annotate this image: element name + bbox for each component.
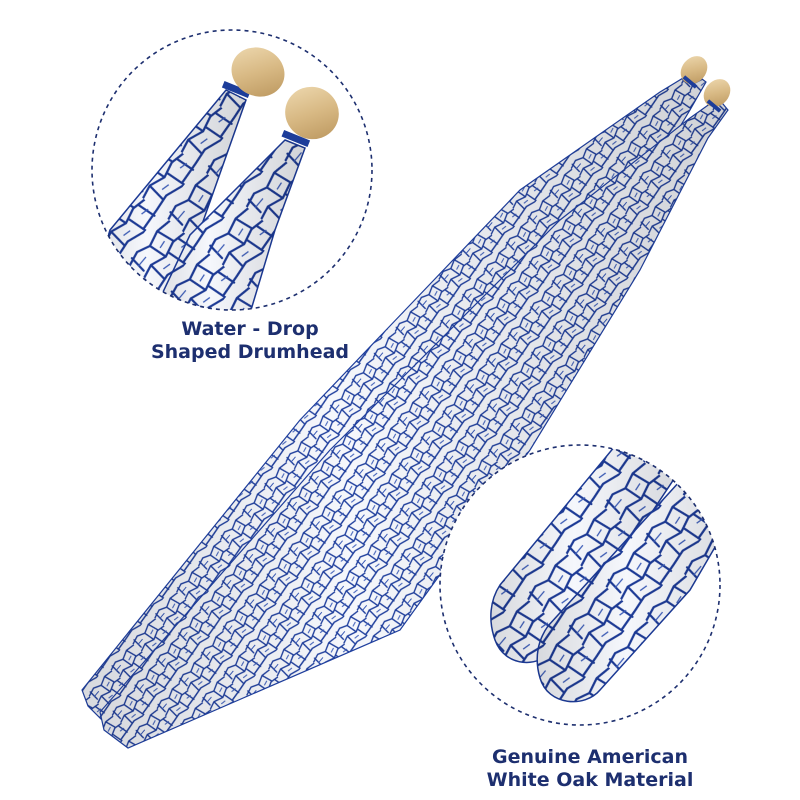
tip-detail-border: [91, 29, 373, 311]
drumstick-right: [99, 97, 729, 749]
material-caption-line1: Genuine American: [492, 746, 688, 768]
tip-caption: Water - Drop Shaped Drumhead: [110, 318, 390, 364]
wood-tip-right: [703, 79, 731, 107]
material-detail-border: [439, 444, 721, 726]
drumstick-pair: [81, 56, 731, 749]
tip-detail-callout: [91, 29, 373, 311]
tip-ring-right: [706, 99, 722, 113]
wood-tip-left: [680, 56, 708, 84]
tip-caption-line2: Shaped Drumhead: [150, 341, 350, 363]
tip-caption-line1: Water - Drop: [181, 318, 319, 340]
wood-tip-closeup-back: [231, 47, 285, 97]
material-caption-line2: White Oak Material: [486, 769, 694, 791]
wood-tip-closeup-front: [285, 86, 339, 140]
tip-ring-left: [682, 75, 698, 89]
material-caption: Genuine American White Oak Material: [440, 746, 740, 792]
material-detail-callout: [439, 444, 721, 726]
